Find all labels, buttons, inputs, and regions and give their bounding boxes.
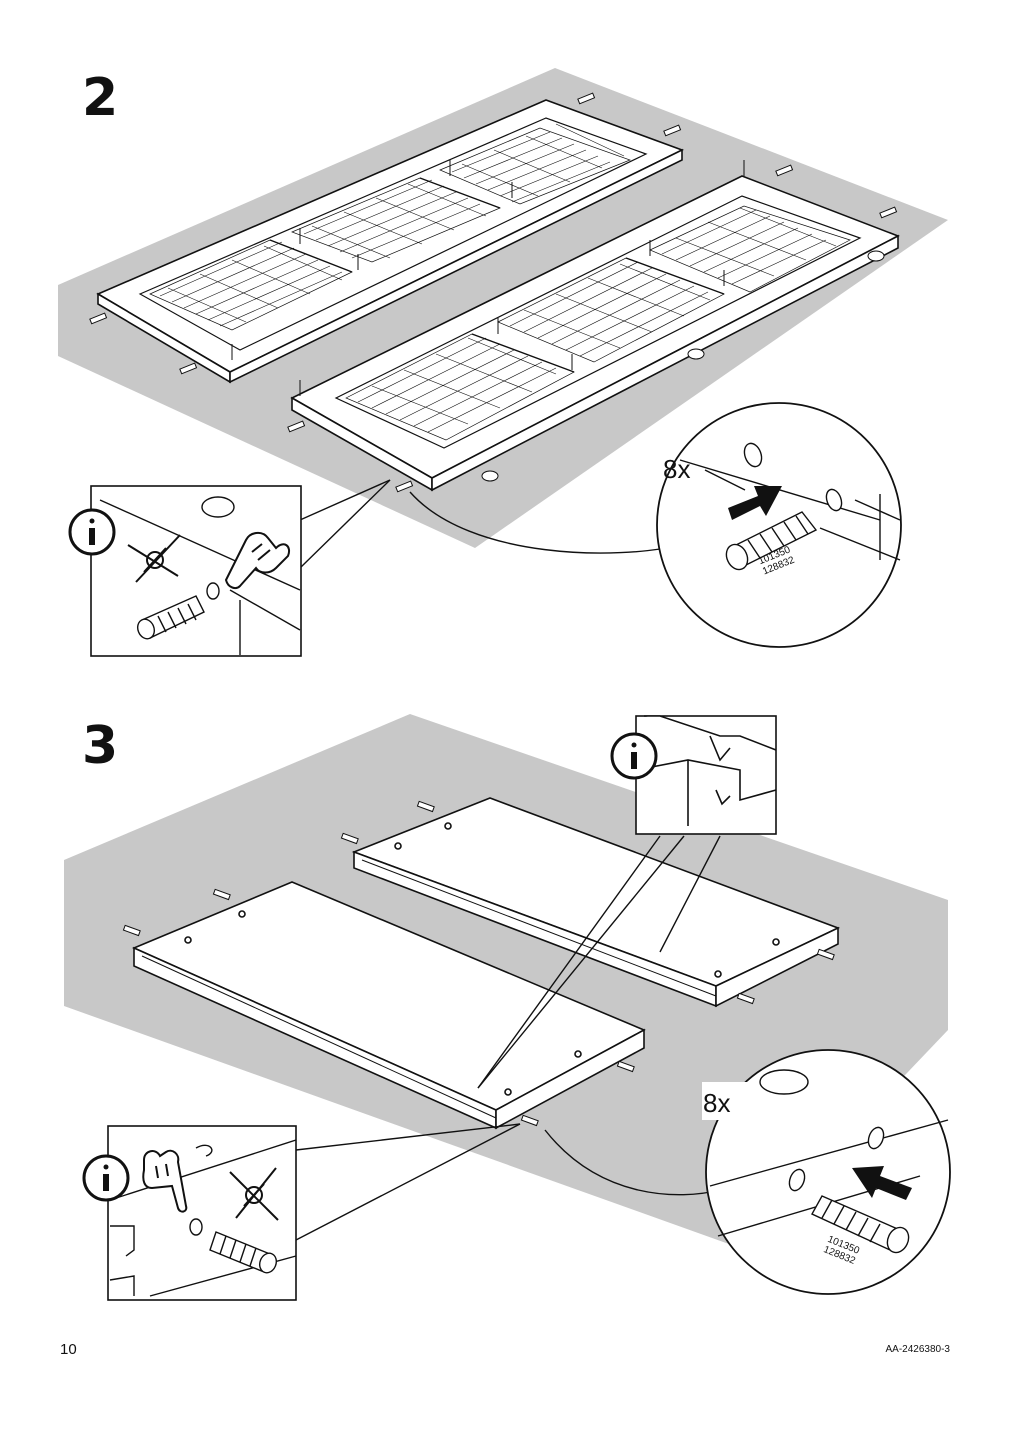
quantity-label: 8x bbox=[663, 454, 691, 484]
step2-info-box bbox=[68, 485, 302, 657]
page-number: 10 bbox=[60, 1341, 77, 1358]
crossed-out-icon bbox=[229, 1167, 279, 1221]
dowels-frame-a bbox=[89, 92, 682, 375]
part-number: 101350 128832 bbox=[821, 1234, 861, 1267]
step3-detail-circle bbox=[705, 1049, 951, 1295]
shelf-back bbox=[351, 797, 841, 1008]
info-icon bbox=[82, 1154, 130, 1202]
dowels-shelf-front bbox=[122, 888, 635, 1127]
frame-a bbox=[96, 99, 685, 384]
step3-floor bbox=[64, 714, 948, 1248]
push-arrow-icon bbox=[728, 486, 782, 520]
step2-illustration bbox=[58, 68, 948, 657]
frame-b bbox=[290, 175, 900, 492]
step-number: 2 bbox=[82, 68, 119, 128]
step-number: 3 bbox=[82, 716, 119, 776]
info-icon bbox=[68, 508, 116, 556]
dowel-icon bbox=[209, 1231, 278, 1274]
document-code: AA-2426380-3 bbox=[885, 1344, 951, 1355]
step3-hole-callout bbox=[759, 1069, 809, 1095]
dowels-shelf-back bbox=[340, 800, 835, 1005]
step2-callout-lines bbox=[299, 479, 681, 569]
push-arrow-icon bbox=[852, 1166, 912, 1200]
pointing-hand-icon bbox=[224, 532, 290, 589]
step3-callout-lines bbox=[295, 835, 721, 1241]
shelf-front bbox=[131, 881, 646, 1130]
dowel-icon bbox=[725, 511, 818, 571]
step3-profile-box bbox=[610, 715, 777, 835]
info-icon bbox=[610, 732, 658, 780]
dowels-frame-b bbox=[287, 160, 898, 493]
quantity-label: 8x bbox=[703, 1088, 731, 1118]
dowel-icon bbox=[136, 595, 205, 640]
step2-detail-circle bbox=[656, 402, 902, 648]
step3-info-box bbox=[82, 1125, 297, 1301]
pointing-hand-icon bbox=[142, 1149, 188, 1213]
crossed-out-icon bbox=[127, 534, 181, 583]
